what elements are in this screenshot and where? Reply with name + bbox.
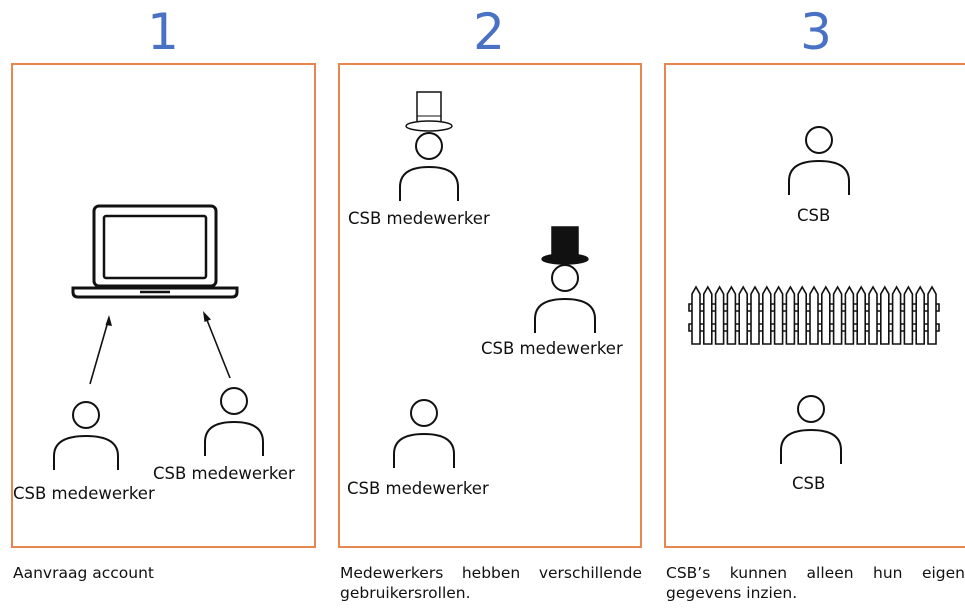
- arrow-icon: [85, 315, 112, 388]
- panel-step-1: [11, 63, 316, 548]
- step-number-1: 1: [147, 3, 179, 61]
- laptop-icon: [70, 200, 240, 300]
- caption-step-3: CSB’s kunnen alleen hun eigen gegevens i…: [666, 564, 965, 602]
- person-label: CSB medewerker: [348, 209, 490, 228]
- person-icon: [392, 399, 456, 469]
- person-label: CSB medewerker: [13, 484, 155, 503]
- top-hat-icon: [540, 225, 590, 267]
- person-icon: [52, 400, 120, 472]
- person-label: CSB medewerker: [481, 339, 623, 358]
- person-icon: [787, 126, 851, 196]
- person-icon: [533, 264, 597, 334]
- person-icon: [398, 132, 460, 202]
- person-icon: [779, 395, 843, 465]
- person-label: CSB: [792, 474, 826, 493]
- panel-step-2: [338, 63, 642, 548]
- arrow-icon: [203, 311, 238, 382]
- person-icon: [203, 387, 265, 457]
- step-number-3: 3: [800, 3, 832, 61]
- step-number-2: 2: [473, 3, 505, 61]
- person-label: CSB medewerker: [153, 464, 295, 483]
- caption-step-2: Medewerkers hebben verschillende gebruik…: [340, 564, 642, 602]
- fence-icon: [689, 284, 939, 346]
- top-hat-icon: [404, 90, 454, 134]
- person-label: CSB medewerker: [347, 479, 489, 498]
- person-label: CSB: [797, 206, 831, 225]
- caption-step-1: Aanvraag account: [13, 564, 154, 582]
- panel-step-3: [664, 63, 965, 548]
